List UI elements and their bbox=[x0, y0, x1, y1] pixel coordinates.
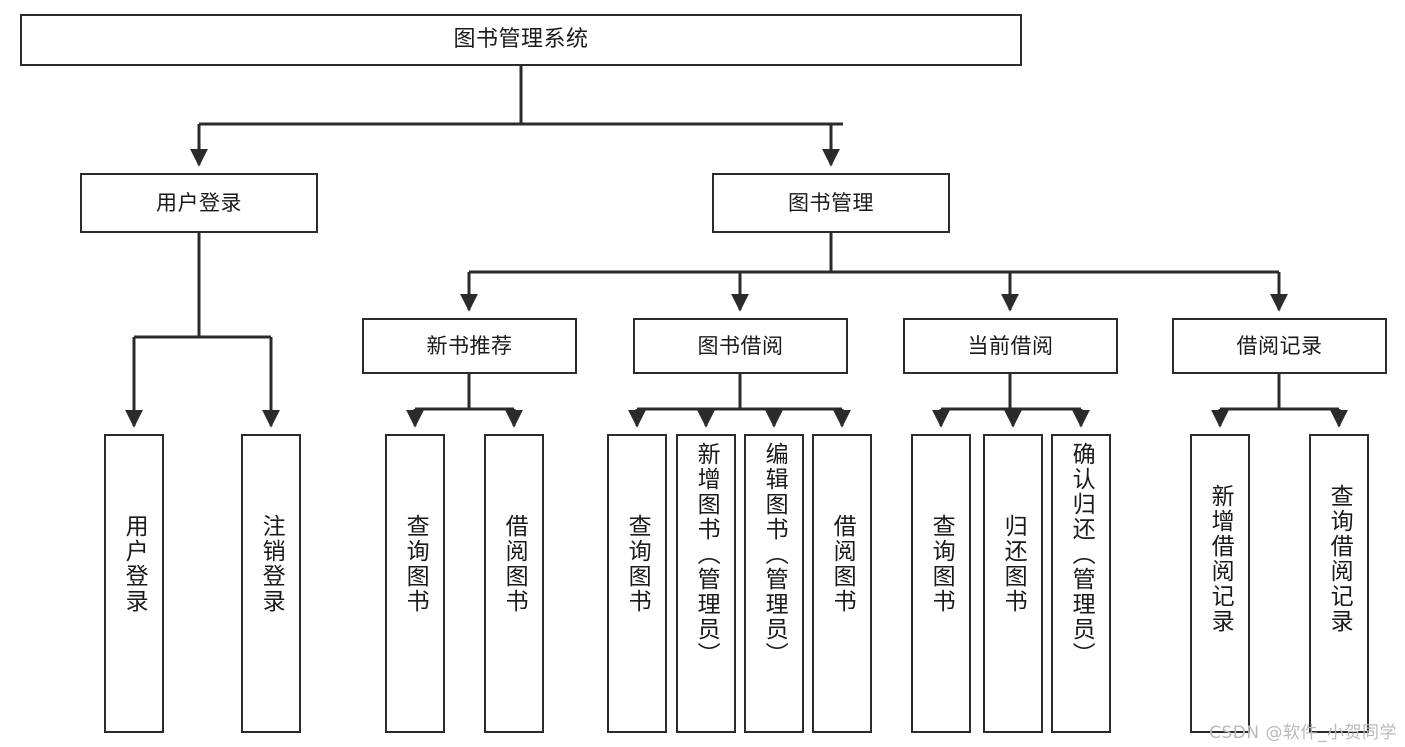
node-leaf-query-record-label: 查询借阅记录 bbox=[1326, 484, 1353, 634]
node-leaf-user-login-label: 用户登录 bbox=[121, 514, 148, 614]
watermark: CSDN @软件_小贺同学 bbox=[1209, 723, 1397, 743]
node-leaf-query-book-3-label: 查询图书 bbox=[928, 514, 955, 614]
node-leaf-add-book[interactable]: 新增图书（管理员） bbox=[676, 434, 736, 733]
node-leaf-borrow-book-1[interactable]: 借阅图书 bbox=[484, 434, 544, 733]
node-leaf-edit-book[interactable]: 编辑图书（管理员） bbox=[744, 434, 804, 733]
node-user-login[interactable]: 用户登录 bbox=[80, 173, 318, 233]
node-leaf-user-login[interactable]: 用户登录 bbox=[104, 434, 164, 733]
node-borrow-record[interactable]: 借阅记录 bbox=[1172, 318, 1387, 374]
node-leaf-borrow-book-2-label: 借阅图书 bbox=[829, 514, 856, 614]
node-leaf-query-record[interactable]: 查询借阅记录 bbox=[1309, 434, 1369, 733]
node-root[interactable]: 图书管理系统 bbox=[20, 14, 1022, 66]
node-leaf-logout-label: 注销登录 bbox=[258, 514, 285, 614]
node-book-manage-label: 图书管理 bbox=[788, 190, 874, 215]
node-borrow-record-label: 借阅记录 bbox=[1236, 333, 1323, 358]
node-leaf-edit-book-label: 编辑图书（管理员） bbox=[761, 442, 788, 667]
node-book-borrow-label: 图书借阅 bbox=[697, 333, 784, 358]
node-current-borrow-label: 当前借阅 bbox=[967, 333, 1054, 358]
node-book-borrow[interactable]: 图书借阅 bbox=[633, 318, 848, 374]
node-new-book-recommend[interactable]: 新书推荐 bbox=[362, 318, 577, 374]
node-user-login-label: 用户登录 bbox=[156, 190, 242, 215]
node-root-label: 图书管理系统 bbox=[453, 26, 589, 52]
node-leaf-confirm-return-label: 确认归还（管理员） bbox=[1068, 442, 1095, 667]
node-leaf-add-book-label: 新增图书（管理员） bbox=[693, 442, 720, 667]
node-current-borrow[interactable]: 当前借阅 bbox=[903, 318, 1118, 374]
node-leaf-query-book-2[interactable]: 查询图书 bbox=[607, 434, 667, 733]
node-leaf-query-book-1[interactable]: 查询图书 bbox=[385, 434, 445, 733]
node-leaf-query-book-2-label: 查询图书 bbox=[624, 514, 651, 614]
node-book-manage[interactable]: 图书管理 bbox=[712, 173, 950, 233]
node-new-book-recommend-label: 新书推荐 bbox=[426, 333, 513, 358]
node-leaf-return-book-label: 归还图书 bbox=[1000, 514, 1027, 614]
node-leaf-add-record[interactable]: 新增借阅记录 bbox=[1190, 434, 1250, 733]
node-leaf-return-book[interactable]: 归还图书 bbox=[983, 434, 1043, 733]
node-leaf-borrow-book-2[interactable]: 借阅图书 bbox=[812, 434, 872, 733]
node-leaf-query-book-1-label: 查询图书 bbox=[402, 514, 429, 614]
node-leaf-add-record-label: 新增借阅记录 bbox=[1207, 484, 1234, 634]
node-leaf-borrow-book-1-label: 借阅图书 bbox=[501, 514, 528, 614]
node-leaf-query-book-3[interactable]: 查询图书 bbox=[911, 434, 971, 733]
node-leaf-confirm-return[interactable]: 确认归还（管理员） bbox=[1051, 434, 1111, 733]
node-leaf-logout[interactable]: 注销登录 bbox=[241, 434, 301, 733]
